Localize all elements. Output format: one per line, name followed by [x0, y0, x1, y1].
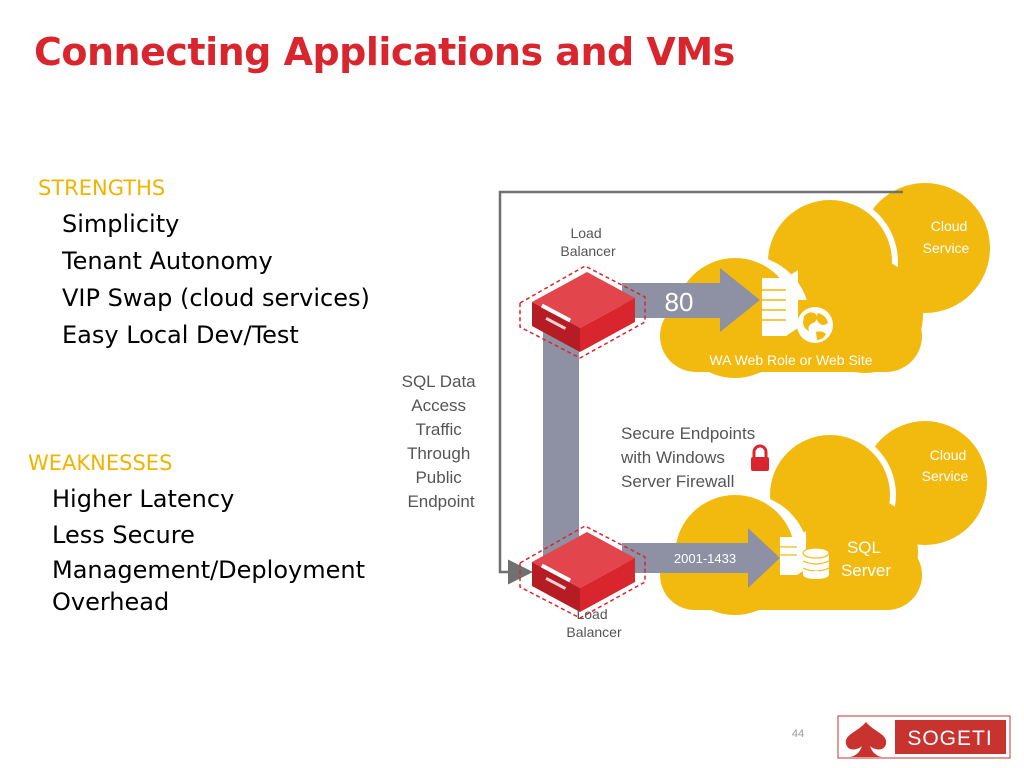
top-lb-label-line: Balancer — [560, 243, 616, 259]
web-role-label: WA Web Role or Web Site — [709, 352, 872, 368]
server-icon — [762, 270, 798, 336]
weakness-item: Management/Deployment — [52, 556, 365, 584]
sql-traffic-label-line: Traffic — [415, 420, 462, 439]
strength-item: VIP Swap (cloud services) — [62, 284, 370, 312]
logo-text: SOGETI — [907, 727, 992, 750]
page-number: 44 — [792, 728, 804, 740]
weakness-item: Higher Latency — [52, 485, 235, 513]
secure-endpoints-label: Secure Endpoints with Windows Server Fir… — [620, 424, 760, 491]
slide-title: Connecting Applications and VMs — [34, 30, 735, 74]
sql-server-label: SQL Server — [841, 538, 891, 580]
top-cloud-label: Cloud Service — [923, 218, 972, 256]
port-sql-arrow — [622, 528, 780, 588]
server-icon — [780, 531, 806, 575]
sql-traffic-label-line: Public — [415, 468, 462, 487]
secure-endpoints-label-line: with Windows — [620, 448, 725, 467]
top-lb-label-line: Load — [570, 225, 601, 241]
sql-traffic-band — [543, 312, 579, 558]
database-icon — [802, 547, 830, 579]
load-balancer-icon — [519, 525, 646, 619]
port-web-label: 80 — [665, 287, 694, 317]
secure-endpoints-label-line: Secure Endpoints — [621, 424, 755, 443]
bottom-cloud-label-line: Cloud — [930, 447, 967, 463]
sql-traffic-label-line: Through — [407, 444, 470, 463]
strength-item: Easy Local Dev/Test — [62, 321, 299, 349]
sql-traffic-label: SQL Data Access Traffic Through Public E… — [402, 372, 481, 511]
weakness-item: Overhead — [52, 588, 170, 616]
strengths-heading: STRENGTHS — [38, 176, 166, 200]
strength-item: Tenant Autonomy — [62, 247, 273, 275]
top-cloud-label-line: Service — [923, 240, 970, 256]
top-cloud-label-line: Cloud — [931, 218, 968, 234]
sql-server-label-line: SQL — [847, 538, 881, 557]
sql-traffic-label-line: SQL Data — [402, 372, 477, 391]
sql-traffic-line — [498, 190, 903, 585]
lock-icon — [751, 444, 769, 471]
port-80-arrow — [622, 268, 760, 332]
bottom-cloud-label: Cloud Service — [922, 447, 971, 484]
weakness-item: Less Secure — [52, 521, 195, 549]
sql-server-label-line: Server — [841, 561, 891, 580]
sql-traffic-label-line: Access — [411, 396, 466, 415]
weaknesses-list: Higher Latency Less Secure Management/De… — [52, 481, 365, 617]
bottom-cloud-service — [660, 421, 987, 622]
strengths-list: Simplicity Tenant Autonomy VIP Swap (clo… — [62, 206, 370, 354]
sogeti-logo: SOGETI — [837, 715, 1011, 759]
bottom-lb-label-line: Balancer — [566, 624, 622, 640]
strength-item: Simplicity — [62, 210, 180, 238]
spade-icon — [845, 722, 887, 757]
sql-traffic-label-line: Endpoint — [407, 492, 474, 511]
weaknesses-heading: WEAKNESSES — [28, 451, 173, 475]
bottom-lb-label: Load Balancer — [566, 606, 622, 640]
top-lb-label: Load Balancer — [560, 225, 616, 259]
load-balancer-icon — [519, 265, 646, 359]
secure-endpoints-label-line: Server Firewall — [621, 472, 734, 491]
bottom-lb-label-line: Load — [576, 606, 607, 622]
port-sql-label: 2001-1433 — [674, 551, 736, 566]
bottom-cloud-label-line: Service — [922, 468, 969, 484]
globe-icon — [797, 307, 833, 343]
